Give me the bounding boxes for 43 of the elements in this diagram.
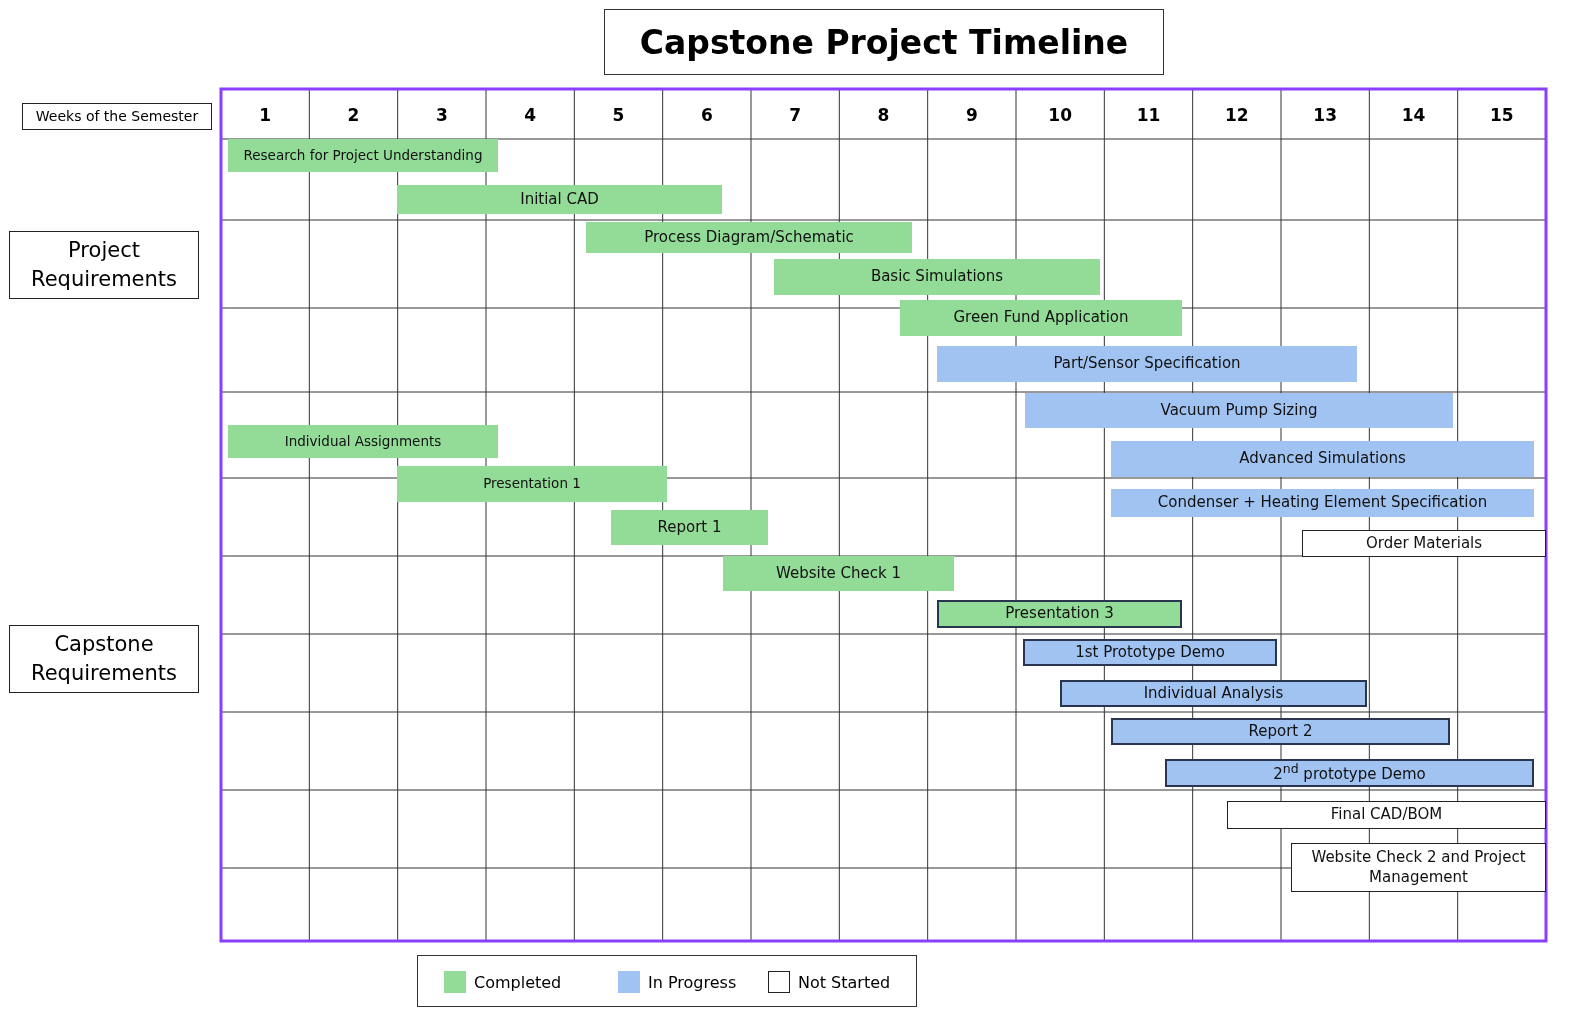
task-bar: Condenser + Heating Element Specification xyxy=(1111,489,1534,517)
week-number: 10 xyxy=(1047,104,1073,127)
task-bar: Presentation 3 xyxy=(937,600,1182,628)
task-bar: Part/Sensor Specification xyxy=(937,346,1357,382)
week-number: 15 xyxy=(1489,104,1515,127)
week-number: 6 xyxy=(699,104,714,127)
row-heading: Weeks of the Semester xyxy=(22,103,212,130)
task-bar: 2$^{nd}$ prototype Demo xyxy=(1165,759,1534,787)
row-heading: Capstone Requirements xyxy=(9,625,199,693)
week-number: 12 xyxy=(1224,104,1250,127)
week-number: 11 xyxy=(1135,104,1162,127)
task-bar: Process Diagram/Schematic xyxy=(586,222,912,253)
task-bar: 1st Prototype Demo xyxy=(1023,639,1277,666)
legend-label: Not Started xyxy=(798,971,892,994)
week-number: 1 xyxy=(258,104,273,127)
task-bar: Individual Assignments xyxy=(228,425,498,458)
title: Capstone Project Timeline xyxy=(604,9,1164,75)
week-number: 14 xyxy=(1400,104,1427,127)
week-number: 13 xyxy=(1312,104,1338,127)
task-bar: Presentation 1 xyxy=(397,466,667,502)
task-bar: Report 2 xyxy=(1111,718,1450,745)
task-bar: Order Materials xyxy=(1302,530,1546,557)
week-number: 3 xyxy=(434,104,449,127)
week-number: 2 xyxy=(346,104,361,127)
legend-label: Completed xyxy=(474,971,563,994)
legend-label: In Progress xyxy=(648,971,738,994)
task-bar: Green Fund Application xyxy=(900,300,1182,336)
week-number: 7 xyxy=(788,104,803,127)
task-bar: Basic Simulations xyxy=(774,259,1100,295)
task-bar: Research for Project Understanding xyxy=(228,139,498,172)
task-bar: Advanced Simulations xyxy=(1111,441,1534,477)
week-number: 5 xyxy=(611,104,626,127)
task-bar: Initial CAD xyxy=(397,185,722,214)
task-bar: Vacuum Pump Sizing xyxy=(1025,393,1453,428)
row-heading: Project Requirements xyxy=(9,231,199,299)
task-bar: Report 1 xyxy=(611,510,768,545)
week-number: 4 xyxy=(523,104,538,127)
week-number: 8 xyxy=(876,104,891,127)
task-bar: Website Check 1 xyxy=(723,556,954,591)
task-bar: Final CAD/BOM xyxy=(1227,801,1546,829)
task-bar: Individual Analysis xyxy=(1060,680,1367,707)
week-number: 9 xyxy=(964,104,979,127)
task-bar: Website Check 2 and Project Management xyxy=(1291,843,1546,892)
